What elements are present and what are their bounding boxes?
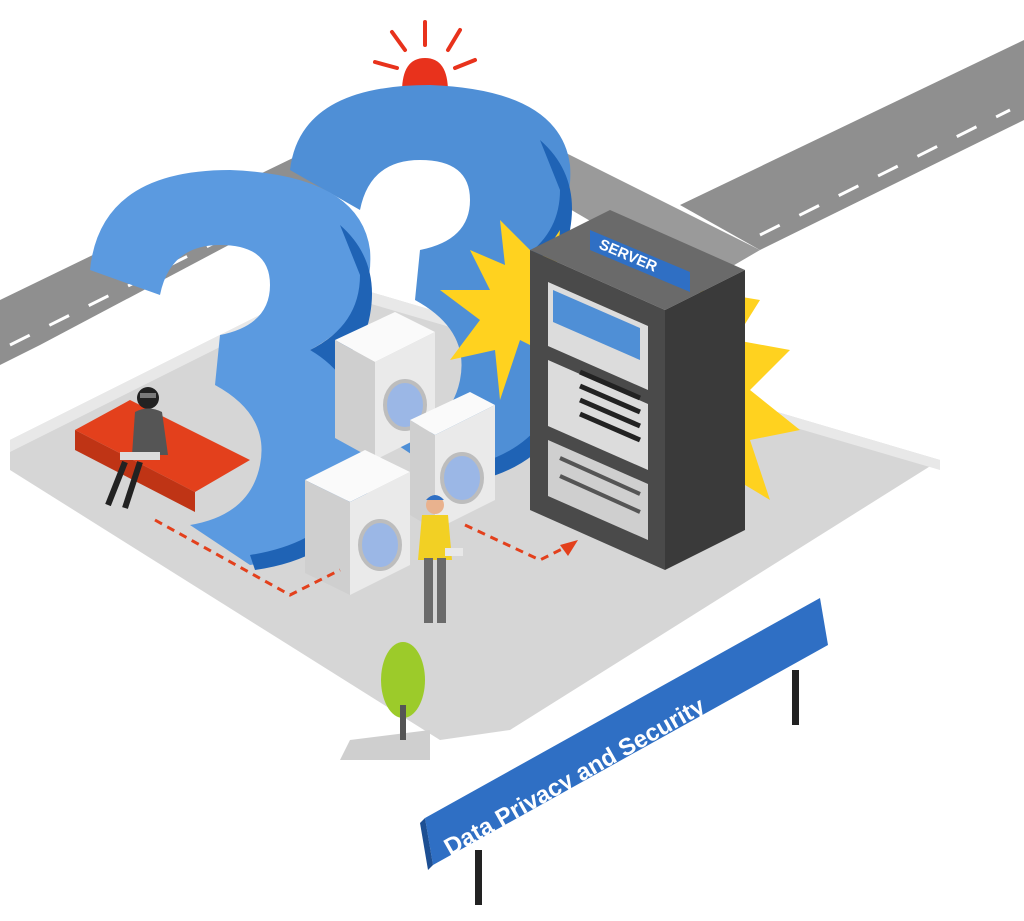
- washing-machines: [305, 312, 495, 595]
- hacker-figure: [105, 387, 168, 509]
- washing-machine-icon: [410, 392, 495, 530]
- arrow-icon: [560, 540, 578, 556]
- tree-icon: [381, 642, 425, 740]
- server-label-plate: [590, 230, 690, 292]
- worker-figure: [418, 495, 463, 623]
- washing-machine-icon: [305, 450, 410, 595]
- dashed-path: [154, 518, 571, 597]
- server-rack: SERVER: [530, 210, 745, 570]
